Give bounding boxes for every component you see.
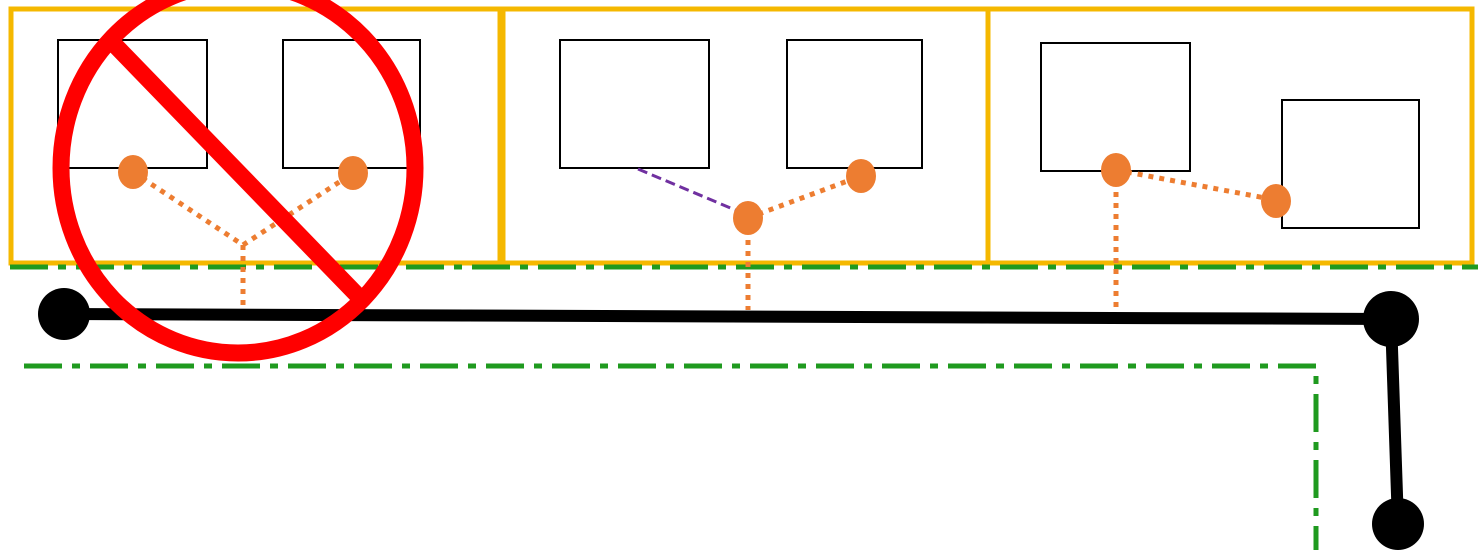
direct-link bbox=[637, 167, 741, 214]
building-2a bbox=[559, 39, 710, 169]
connection-point bbox=[1101, 153, 1131, 187]
main-line-node bbox=[38, 288, 90, 340]
connection-point bbox=[338, 156, 368, 190]
building-2b bbox=[786, 39, 923, 169]
connection-point bbox=[1261, 184, 1291, 218]
main-line bbox=[38, 288, 1424, 550]
prohibition-icon bbox=[52, 0, 424, 362]
connection-points bbox=[118, 153, 1291, 235]
main-line-node bbox=[1363, 291, 1419, 347]
building-3b bbox=[1281, 99, 1420, 229]
connection-point bbox=[118, 155, 148, 189]
connection-line-3 bbox=[1115, 167, 1277, 203]
connection-point bbox=[733, 201, 763, 235]
prohibition-ring bbox=[52, 0, 424, 362]
boundaries bbox=[10, 264, 1478, 550]
main-line-node bbox=[1372, 498, 1424, 550]
connection-point bbox=[846, 159, 876, 193]
building-3a bbox=[1040, 42, 1191, 172]
panel-3 bbox=[985, 6, 1475, 266]
connection-line-2 bbox=[747, 173, 862, 221]
panel-1 bbox=[8, 6, 503, 266]
boundary-lower bbox=[24, 363, 1319, 550]
prohibition-slash bbox=[103, 34, 367, 304]
